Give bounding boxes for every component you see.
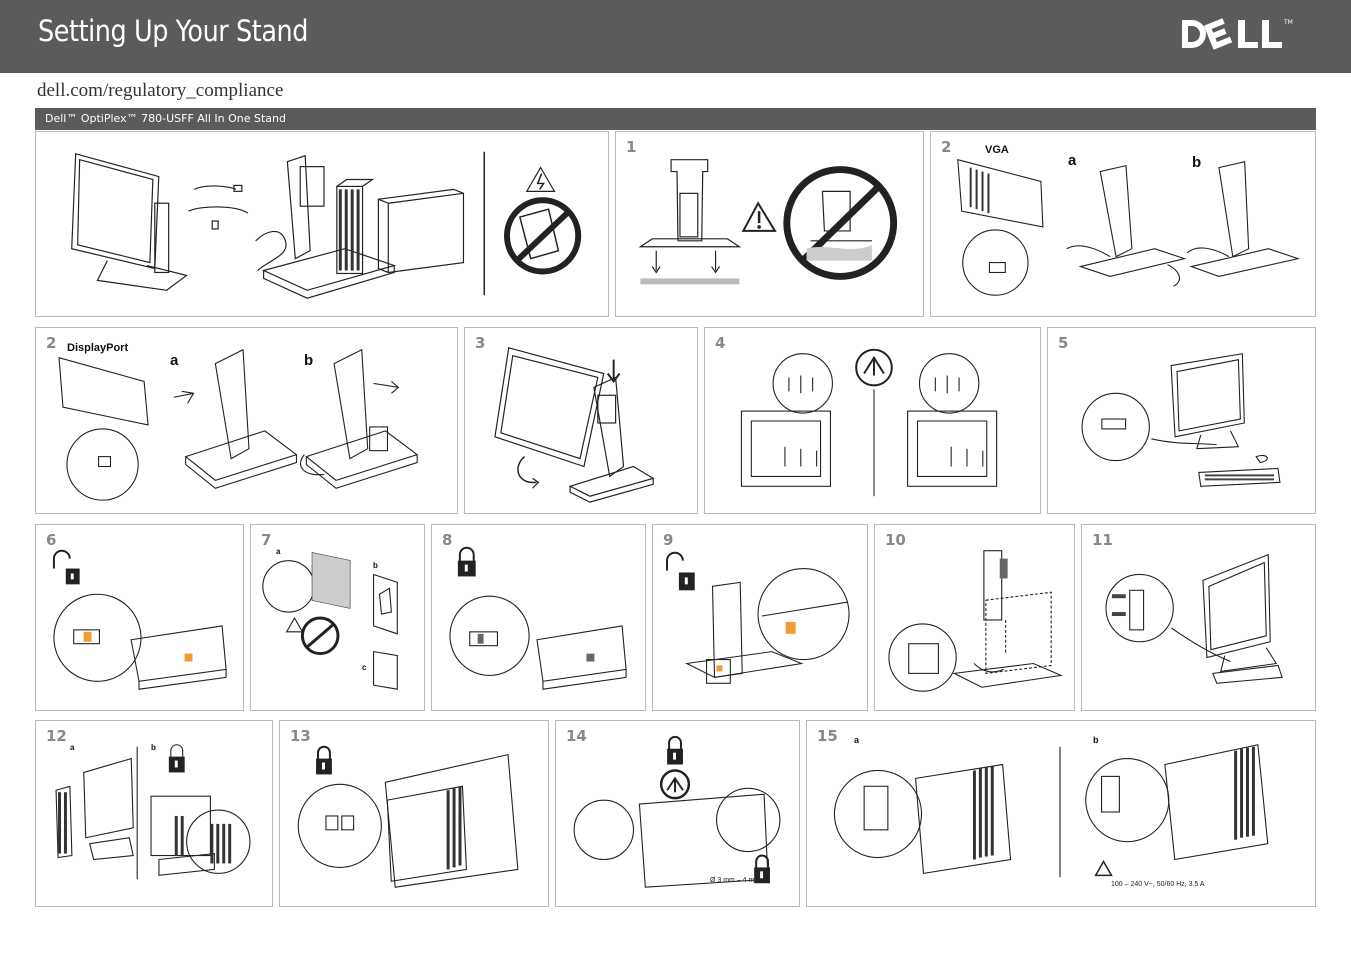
overview-illustration: [71, 151, 582, 299]
sub-label-b: b: [1192, 154, 1202, 171]
model-name: Dell™ OptiPlex™ 780-USFF All In One Stan…: [45, 112, 287, 125]
step-number: 10: [885, 531, 906, 549]
step-number: 6: [46, 531, 57, 549]
step-number: 5: [1058, 334, 1069, 352]
step-11-illustration: [1105, 553, 1283, 684]
step-number: 15: [817, 727, 838, 745]
step-6-illustration: [52, 549, 227, 690]
panel-step-7: 7 a b c: [250, 524, 425, 711]
step-3-illustration: [494, 347, 655, 503]
dell-logo: TM: [1182, 18, 1293, 50]
step-number: 2: [941, 138, 952, 156]
sub-label-a: a: [276, 547, 281, 556]
step-12-illustration: [55, 744, 251, 880]
sub-label-b: b: [151, 743, 156, 752]
vga-label: VGA: [985, 144, 1009, 156]
svg-text:TM: TM: [1283, 19, 1293, 26]
step-2-dp-illustration: [58, 348, 419, 501]
panel-step-3: 3: [464, 327, 698, 514]
step-number: 2: [46, 334, 57, 352]
sub-label-b: b: [304, 352, 314, 369]
sub-label-b: b: [1093, 735, 1099, 745]
power-rating-note: 100 – 240 V~, 50/60 Hz, 3.5 A: [1111, 881, 1205, 888]
panel-step-6: 6: [35, 524, 244, 711]
step-number: 13: [290, 727, 311, 745]
step-number: 4: [715, 334, 726, 352]
step-5-illustration: [1081, 353, 1281, 487]
step-number: 9: [663, 531, 674, 549]
step-15-illustration: [833, 744, 1269, 878]
header-bar: Setting Up Your Stand TM: [0, 0, 1351, 73]
sub-label-a: a: [70, 743, 75, 752]
step-10-illustration: [888, 550, 1064, 692]
model-bar: Dell™ OptiPlex™ 780-USFF All In One Stan…: [35, 108, 1316, 130]
panel-step-13: 13: [279, 720, 549, 907]
step-number: 3: [475, 334, 486, 352]
step-number: 8: [442, 531, 453, 549]
step-9-illustration: [666, 551, 850, 684]
step-2-vga-illustration: [957, 158, 1301, 296]
panel-step-11: 11: [1081, 524, 1316, 711]
sub-label-a: a: [170, 352, 179, 369]
panel-step-10: 10: [874, 524, 1075, 711]
sub-label-b: b: [373, 561, 378, 570]
step-number: 12: [46, 727, 67, 745]
displayport-label: DisplayPort: [67, 342, 129, 354]
step-8-illustration: [449, 546, 627, 690]
panel-step-2-vga: 2 VGA a b: [930, 131, 1316, 317]
sub-label-a: a: [854, 735, 860, 745]
step-1-illustration: [638, 159, 898, 285]
step-14-illustration: [573, 735, 781, 888]
regulatory-url[interactable]: dell.com/regulatory_compliance: [37, 80, 284, 101]
step-number: 1: [626, 138, 637, 156]
panel-step-2-displayport: 2 DisplayPort a b: [35, 327, 458, 514]
panel-step-4: 4: [704, 327, 1041, 514]
panel-step-14: 14 Ø 3 mm – 4 mm: [555, 720, 800, 907]
panel-step-8: 8: [431, 524, 646, 711]
step-4-illustration: [740, 348, 998, 497]
panel-step-15: 15 a b 100 – 240 V~, 50/60 Hz, 3.5 A: [806, 720, 1316, 907]
page-title: Setting Up Your Stand: [38, 14, 309, 48]
sub-label-a: a: [1068, 152, 1077, 169]
panel-step-12: 12 a b: [35, 720, 273, 907]
step-number: 7: [261, 531, 272, 549]
screw-size-note: Ø 3 mm – 4 mm: [710, 877, 761, 884]
step-13-illustration: [297, 745, 519, 888]
sub-label-c: c: [362, 663, 367, 672]
panel-step-1: 1: [615, 131, 924, 317]
panel-overview: [35, 131, 609, 317]
panel-step-9: 9: [652, 524, 868, 711]
step-number: 11: [1092, 531, 1113, 549]
step-number: 14: [566, 727, 587, 745]
step-7-illustration: [262, 552, 398, 690]
panel-step-5: 5: [1047, 327, 1316, 514]
